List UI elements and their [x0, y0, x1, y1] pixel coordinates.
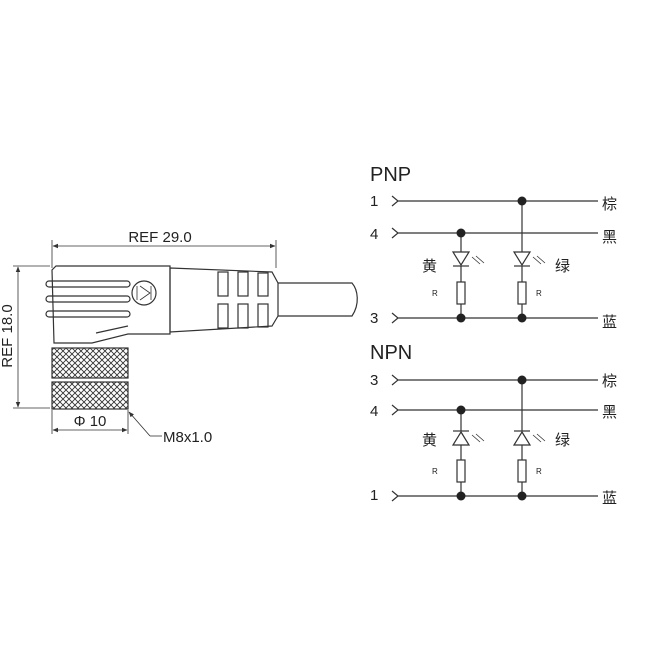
npn-junction	[517, 375, 527, 385]
pnp-wire-top-color: 棕	[602, 195, 617, 213]
pnp-wire-top	[391, 195, 598, 207]
npn-led-left-emission-icon	[471, 433, 485, 443]
pnp-junction	[517, 196, 527, 206]
npn-schematic: NPN 3 4 1 棕 黑 蓝 R 黄 R 绿	[370, 342, 617, 507]
grip-slot	[217, 271, 229, 297]
brand-logo-icon	[131, 280, 157, 306]
npn-junction	[456, 491, 466, 501]
npn-wire-mid	[391, 404, 598, 416]
pnp-led-right-emission-icon	[532, 255, 546, 265]
connector-drawing: REF 29.0 REF 18.0	[0, 229, 358, 446]
npn-resistor-right	[517, 459, 527, 483]
strain-relief	[169, 267, 279, 333]
pnp-led-left-label: 黄	[422, 257, 437, 275]
npn-led-left-icon	[451, 430, 471, 446]
pnp-pin-bottom: 3	[370, 310, 378, 327]
pnp-led-left-emission-icon	[471, 255, 485, 265]
thread-label: M8x1.0	[163, 429, 212, 446]
grip-slot	[217, 303, 229, 329]
npn-led-right-icon	[512, 430, 532, 446]
npn-junction	[456, 405, 466, 415]
npn-wire-bottom	[391, 490, 598, 502]
cable	[278, 282, 358, 317]
npn-resistor-left	[456, 459, 466, 483]
pnp-junction	[517, 313, 527, 323]
npn-led-left-label: 黄	[422, 431, 437, 449]
knurled-nut-upper	[51, 347, 129, 379]
pnp-led-right-icon	[512, 251, 532, 267]
npn-wire-bottom-color: 蓝	[602, 489, 617, 507]
pnp-led-left-icon	[451, 251, 471, 267]
npn-wire-mid-color: 黑	[602, 403, 617, 421]
grip-slot	[237, 303, 249, 329]
npn-pin-top: 3	[370, 372, 378, 389]
ref-height-label: REF 18.0	[0, 304, 16, 367]
npn-resistor-right-label: R	[536, 467, 542, 476]
pnp-led-right-label: 绿	[555, 257, 570, 275]
npn-led-right-emission-icon	[532, 433, 546, 443]
npn-title: NPN	[370, 342, 412, 364]
npn-pin-bottom: 1	[370, 487, 378, 504]
pnp-resistor-left	[456, 281, 466, 305]
pnp-wire-bottom	[391, 312, 598, 324]
knurled-nut-lower	[51, 381, 129, 410]
grip-slot	[257, 303, 269, 328]
connector-head	[51, 265, 171, 344]
thread-leader	[128, 411, 151, 437]
npn-resistor-left-label: R	[432, 467, 438, 476]
head-rib	[45, 310, 131, 318]
pnp-junction	[456, 228, 466, 238]
npn-pin-mid: 4	[370, 403, 378, 420]
pnp-pin-mid: 4	[370, 226, 378, 243]
grip-slot	[237, 271, 249, 297]
pnp-wire-mid-color: 黑	[602, 228, 617, 246]
pnp-junction	[456, 313, 466, 323]
pnp-title: PNP	[370, 164, 411, 186]
diameter-label: Φ 10	[74, 413, 107, 430]
head-edge	[95, 325, 129, 334]
pnp-resistor-left-label: R	[432, 289, 438, 298]
npn-led-right-label: 绿	[555, 431, 570, 449]
pnp-resistor-right-label: R	[536, 289, 542, 298]
pnp-pin-top: 1	[370, 193, 378, 210]
npn-junction	[517, 491, 527, 501]
npn-wire-top	[391, 374, 598, 386]
head-rib	[45, 280, 131, 288]
pnp-wire-bottom-color: 蓝	[602, 313, 617, 331]
pnp-wire-mid	[391, 227, 598, 239]
npn-wire-top-color: 棕	[602, 372, 617, 390]
ref-length-label: REF 29.0	[128, 229, 191, 246]
pnp-schematic: PNP 1 4 3 棕 黑 蓝 R 黄 R 绿	[370, 164, 617, 331]
pnp-resistor-right	[517, 281, 527, 305]
grip-slot	[257, 272, 269, 297]
head-rib	[45, 295, 131, 303]
